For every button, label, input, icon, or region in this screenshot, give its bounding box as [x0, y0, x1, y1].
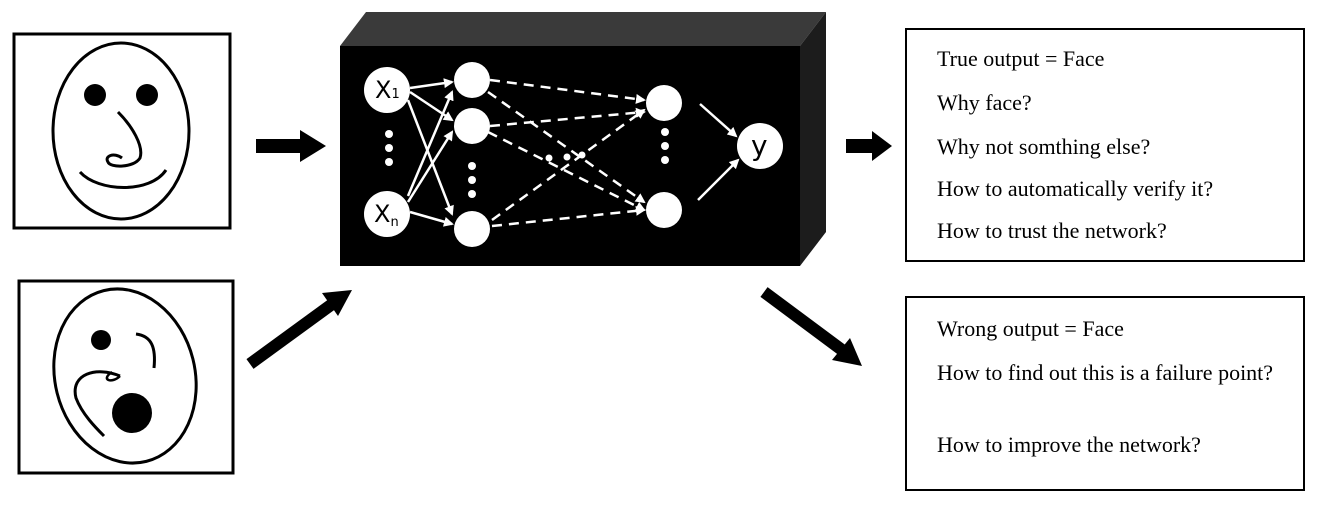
wrong-output-line: How to improve the network?: [937, 432, 1201, 457]
dashed-connections: [487, 78, 646, 228]
center-dots: [545, 151, 586, 162]
hidden-node-3: [454, 211, 490, 247]
wrong-output-box: Wrong output = Face How to find out this…: [905, 296, 1305, 491]
ellipsis-dots: [385, 128, 669, 198]
input-node-first: [364, 67, 410, 113]
correct-output-box: True output = Face Why face? Why not som…: [905, 28, 1305, 262]
input-node-last: [364, 191, 410, 237]
hidden-node-2: [454, 108, 490, 144]
correct-output-line: How to trust the network?: [937, 218, 1167, 243]
smiley-face-icon: [12, 32, 232, 230]
input-last-label: Xn: [374, 200, 399, 230]
distorted-face-icon: [17, 279, 235, 475]
hidden2-node-2: [646, 192, 682, 228]
solid-connections: [406, 78, 740, 227]
output-node: [737, 123, 783, 169]
correct-output-line: True output = Face: [937, 46, 1105, 71]
arrow-model-to-correct-box: [846, 131, 892, 161]
wrong-output-line: Wrong output = Face: [937, 316, 1124, 341]
wrong-output-line: How to find out this is a failure point?: [937, 360, 1274, 385]
hidden-node-1: [454, 62, 490, 98]
correct-output-line: Why face?: [937, 90, 1032, 115]
black-box-network-icon: X1 Xn y: [340, 12, 826, 266]
hidden2-node-1: [646, 85, 682, 121]
network-nodes: [364, 62, 783, 247]
correct-output-line: Why not somthing else?: [937, 134, 1151, 159]
arrow-wrong-to-model: [246, 290, 352, 369]
output-label: y: [751, 129, 768, 162]
input-first-label: X1: [375, 76, 400, 104]
arrow-model-to-wrong-box: [760, 287, 862, 366]
arrow-correct-to-model: [256, 130, 326, 162]
correct-output-line: How to automatically verify it?: [937, 176, 1214, 201]
